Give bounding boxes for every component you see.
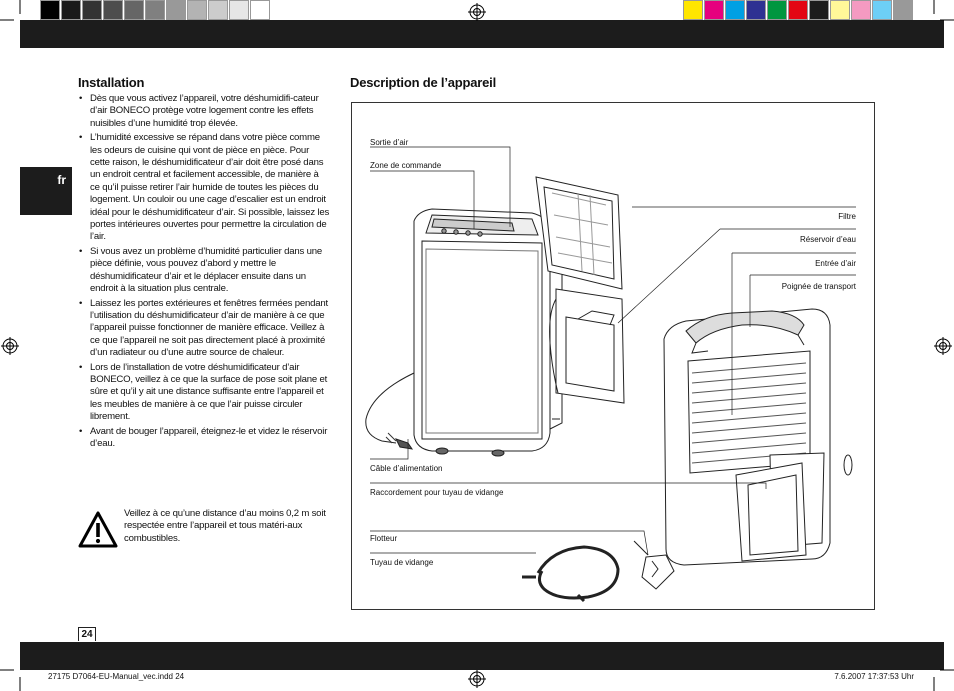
filter-drawing [535,176,623,290]
label-flotteur: Flotteur [370,534,398,543]
color-swatch [145,0,165,20]
installation-list: Dès que vous activez l’appareil, votre d… [78,93,330,450]
warning-triangle-icon [78,511,118,548]
water-tank-drawing [549,288,625,404]
list-item: Dès que vous activez l’appareil, votre d… [78,93,330,130]
warning-note: Veillez à ce qu’une distance d’au moins … [78,508,330,558]
list-item: L’humidité excessive se répand dans votr… [78,132,330,244]
bottom-black-bar [20,642,944,670]
color-swatch [725,0,745,20]
color-swatch [208,0,228,20]
color-swatch [851,0,871,20]
installation-heading: Installation [78,75,145,90]
drain-hose-drawing [522,545,620,603]
color-swatch [166,0,186,20]
gray-swatch-strip [40,0,272,20]
color-swatch [872,0,892,20]
color-swatch [187,0,207,20]
footer-filename: 27175 D7064-EU-Manual_vec.indd 24 [48,672,185,681]
warning-text: Veillez à ce qu’une distance d’au moins … [124,508,326,544]
list-item: Si vous avez un problème d’humidité part… [78,246,330,296]
power-cable-drawing [365,372,415,450]
label-filtre: Filtre [838,212,856,221]
list-item: Avant de bouger l’appareil, éteignez-le … [78,426,330,451]
registration-mark-top-icon [468,3,486,21]
language-tab-label: fr [57,173,66,187]
page-number: 24 [78,627,96,641]
color-swatch [746,0,766,20]
color-swatch [788,0,808,20]
label-tuyau: Tuyau de vidange [370,558,434,567]
color-swatch [40,0,60,20]
color-swatch [767,0,787,20]
label-zone-commande: Zone de commande [370,161,442,170]
label-poignee: Poignée de transport [781,282,856,291]
color-swatch [809,0,829,20]
color-swatch [229,0,249,20]
color-swatch [82,0,102,20]
installation-section: Installation Dès que vous activez l’appa… [78,75,330,452]
device-diagram: Sortie d’air Zone de commande Filtre Rés… [351,102,875,610]
dehumidifier-illustration [365,146,856,603]
list-item: Lors de l’installation de votre déshumid… [78,362,330,424]
registration-mark-right-icon [934,337,952,355]
label-reservoir: Réservoir d’eau [799,235,856,244]
color-swatch [830,0,850,20]
label-entree-air: Entrée d’air [815,259,856,268]
color-swatch [61,0,81,20]
front-unit-drawing [413,208,563,457]
list-item: Laissez les portes extérieures et fenêtr… [78,298,330,360]
label-raccordement: Raccordement pour tuyau de vidange [370,488,504,497]
rear-unit-drawing [663,308,853,566]
language-tab: fr [20,167,72,215]
leader-lines [370,146,856,556]
float-drawing [633,540,675,590]
label-sortie-air: Sortie d’air [370,138,409,147]
top-black-bar [20,20,944,48]
color-swatch [704,0,724,20]
registration-mark-bottom-icon [468,670,486,688]
label-cable: Câble d’alimentation [370,464,443,473]
description-heading: Description de l’appareil [350,75,496,90]
color-swatch-strip [683,0,915,20]
registration-mark-left-icon [1,337,19,355]
color-swatch [124,0,144,20]
color-swatch [683,0,703,20]
footer-timestamp: 7.6.2007 17:37:53 Uhr [834,672,914,681]
color-swatch [250,0,270,20]
color-swatch [893,0,913,20]
color-swatch [103,0,123,20]
